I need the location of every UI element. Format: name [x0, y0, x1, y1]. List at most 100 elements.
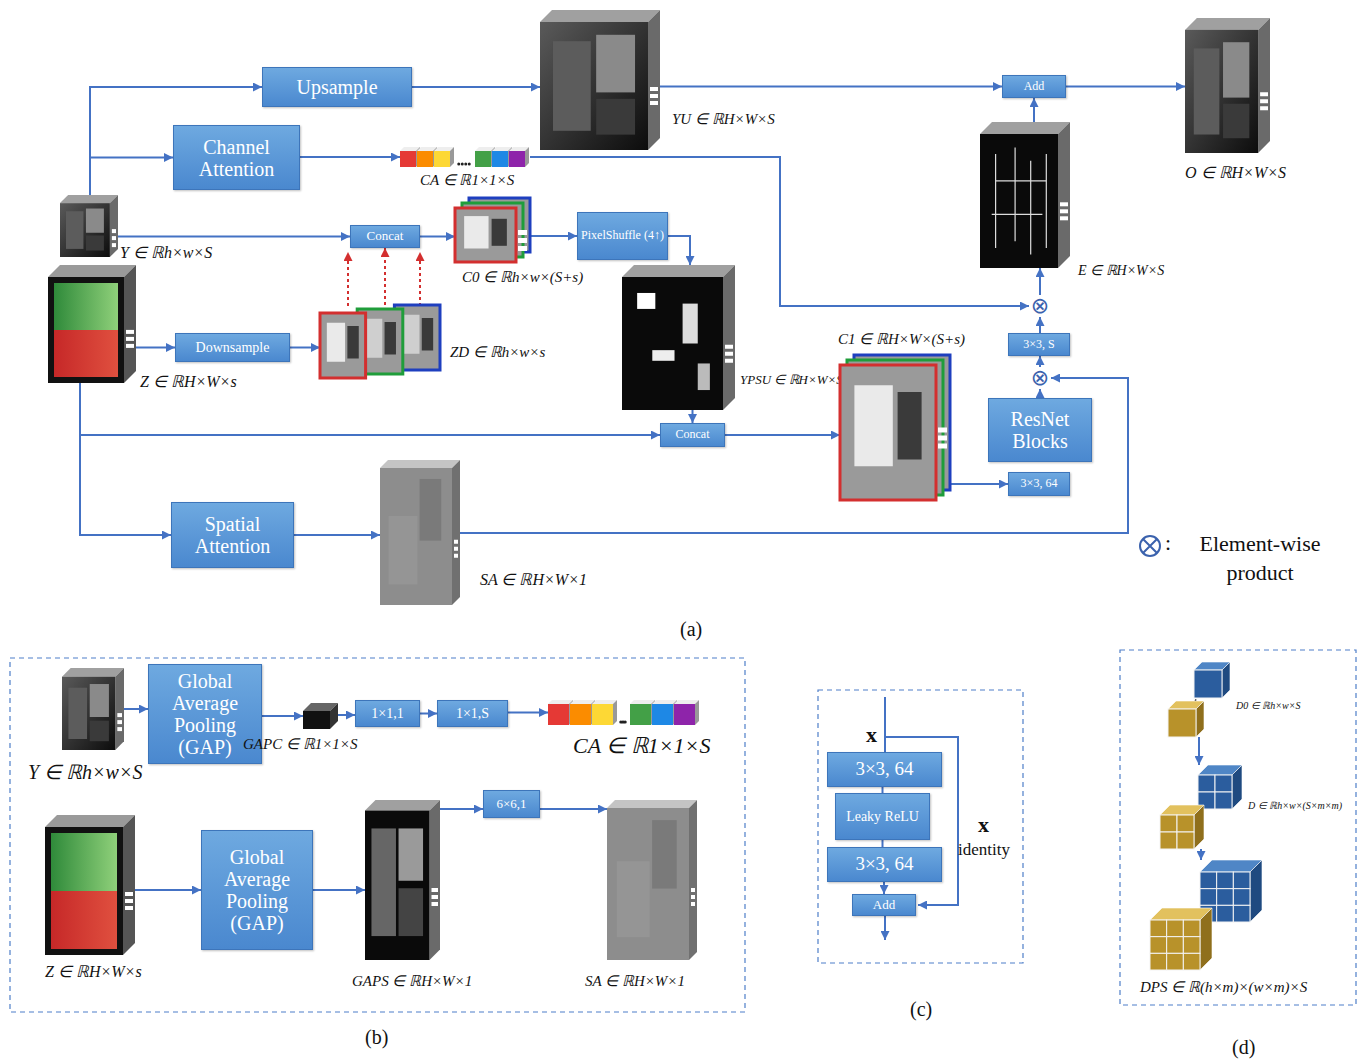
slab-side [450, 147, 454, 167]
feature-map: Y ∈ ℝh×w×S [62, 668, 124, 750]
map-illustration [48, 265, 136, 383]
side-stripe [125, 892, 133, 896]
tensor-label: YU ∈ ℝH×W×S [672, 110, 775, 128]
cube-side [1196, 701, 1204, 737]
map-detail [86, 235, 104, 250]
connector [1033, 98, 1035, 122]
process-box: PixelShuffle (4↑) [577, 212, 668, 260]
process-box: Channel Attention [173, 125, 300, 190]
slab-side [123, 815, 135, 955]
edge-lines [992, 147, 1047, 254]
cube-cell [1233, 889, 1250, 906]
connector [135, 889, 201, 891]
box-label: Upsample [296, 76, 377, 98]
map-illustration [980, 122, 1070, 268]
map-detail [553, 41, 591, 131]
process-box: Add [852, 894, 916, 916]
connector [90, 158, 173, 196]
process-box: 6×6,1 [483, 790, 540, 818]
map-detail [90, 721, 109, 742]
panel-label: (a) [680, 618, 702, 641]
process-box: Downsample [175, 333, 290, 362]
panel-label: (c) [910, 998, 932, 1021]
cube-cell [1167, 937, 1184, 954]
cube-cell [1160, 832, 1177, 849]
slab-top [630, 700, 655, 704]
side-stripe [650, 101, 658, 105]
side-stripe [1260, 99, 1268, 103]
slab-front [980, 134, 1058, 268]
connector [1200, 849, 1202, 860]
map-illustration [365, 800, 440, 960]
cube-side [1232, 765, 1242, 809]
slab-front [475, 151, 491, 167]
slab-side [648, 10, 660, 150]
vector-cell [592, 700, 617, 725]
box-label: ResNet Blocks [989, 408, 1091, 452]
vector-cell [434, 147, 454, 167]
ellipsis-dot [457, 163, 460, 166]
process-box: Global Average Pooling (GAP) [201, 830, 313, 950]
side-stripe [938, 436, 947, 441]
process-box: Concat [350, 225, 420, 248]
cube-cell [1183, 937, 1200, 954]
tile-body [840, 365, 936, 500]
side-stripe [1260, 106, 1268, 110]
connector [412, 86, 540, 88]
map-detail [898, 392, 922, 460]
product-operator: ⊗ [1029, 367, 1051, 389]
connector [530, 157, 1029, 306]
cube-cell [1167, 953, 1184, 970]
slab-front [652, 704, 673, 725]
box-label: Concat [367, 229, 404, 243]
channel-tile [320, 313, 366, 378]
slab-top [570, 700, 595, 704]
side-stripe [112, 236, 116, 240]
connector [118, 236, 350, 238]
dotted-arrow [384, 248, 386, 305]
box-label: Spatial Attention [172, 513, 293, 557]
feature-map: ZD ∈ ℝh×w×s [320, 305, 440, 378]
connector [124, 708, 148, 710]
side-stripe [650, 94, 658, 98]
side-stripe [938, 428, 947, 433]
process-box: Spatial Attention [171, 502, 294, 568]
slab-front [548, 704, 569, 725]
connector [420, 236, 455, 238]
slab-front [540, 22, 648, 150]
connector [460, 378, 1128, 533]
connector [1066, 86, 1185, 88]
side-stripe [117, 713, 122, 717]
map-illustration [380, 460, 460, 605]
ellipsis-dot [624, 721, 627, 724]
connector [300, 156, 400, 158]
slab-side [1258, 18, 1270, 153]
box-label: 3×3, 64 [855, 759, 913, 780]
slab-top [674, 700, 699, 704]
panel-label: (b) [365, 1026, 388, 1049]
connector [420, 713, 437, 715]
ellipsis-dot [461, 163, 464, 166]
feature-map: O ∈ ℝH×W×S [1185, 18, 1270, 153]
connector [313, 889, 365, 891]
connector [882, 840, 884, 847]
tensor-label: C0 ∈ ℝh×w×(S+s) [462, 268, 583, 286]
process-box: 1×1,S [437, 700, 508, 727]
map-illustration [548, 700, 700, 725]
cube-cell [1150, 937, 1167, 954]
panel-label: (d) [1232, 1036, 1255, 1059]
side-stripe [691, 902, 695, 906]
map-detail [371, 828, 396, 936]
slab-front [417, 151, 433, 167]
side-stripe [518, 238, 527, 243]
feature-map: Z ∈ ℝH×W×s [45, 815, 135, 955]
connector [508, 712, 548, 714]
green-band [51, 833, 117, 891]
vector-cell [674, 700, 699, 725]
vector-cell [630, 700, 655, 725]
connector [1039, 317, 1041, 333]
side-stripe [432, 902, 439, 906]
tensor-label: GAPC ∈ ℝ1×1×S [243, 735, 357, 753]
box-label: Add [1024, 80, 1045, 93]
map-detail [66, 211, 83, 249]
